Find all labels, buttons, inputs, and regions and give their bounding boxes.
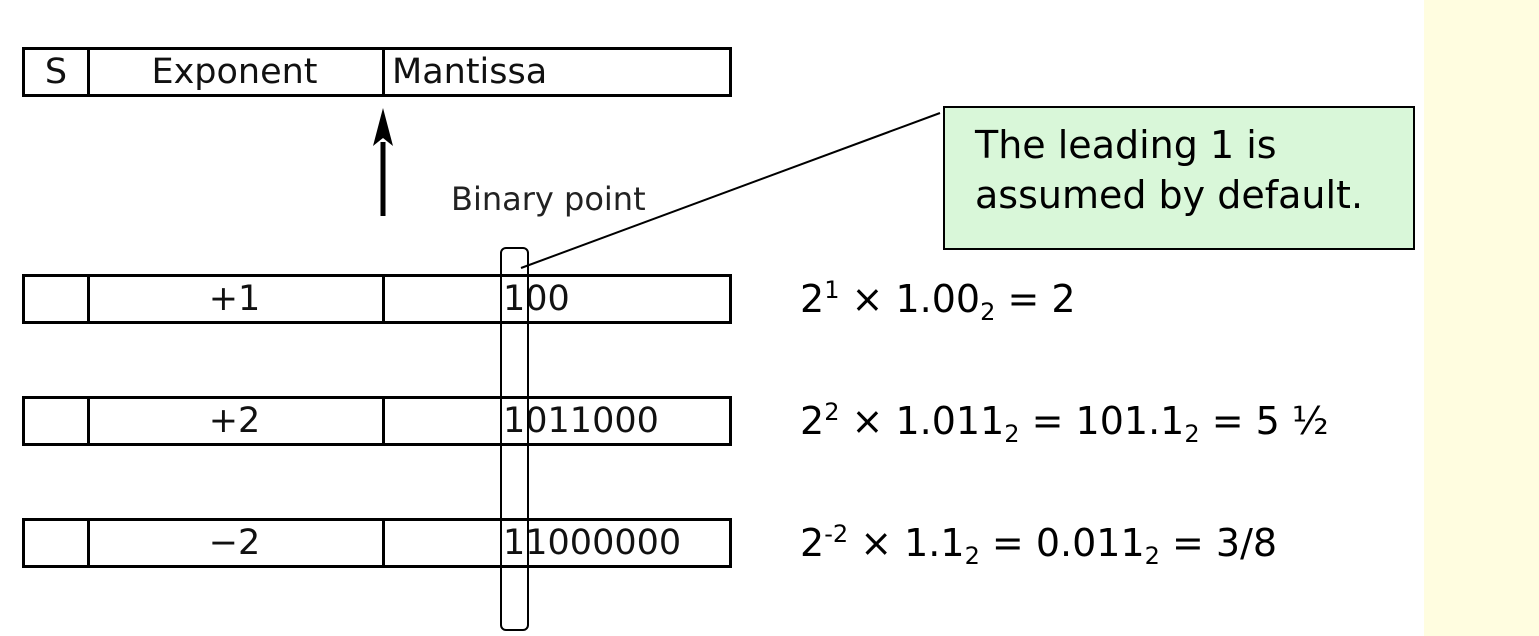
formula-base: 2 bbox=[800, 277, 825, 321]
sign-cell bbox=[22, 274, 90, 324]
exponent-header-label: Exponent bbox=[151, 52, 318, 92]
exponent-cell: +2 bbox=[87, 396, 385, 446]
formula-subscript: 2 bbox=[964, 542, 980, 570]
formula-subscript-2: 2 bbox=[1184, 420, 1200, 448]
mantissa-header-label: Mantissa bbox=[392, 52, 548, 92]
formula-mantissa: × 1.011 bbox=[839, 399, 1005, 443]
sign-header-cell: S bbox=[22, 47, 90, 97]
formula-mantissa: × 1.00 bbox=[839, 277, 981, 321]
callout-box: The leading 1 is assumed by default. bbox=[943, 106, 1415, 250]
sign-cell bbox=[22, 518, 90, 568]
binary-point-bracket bbox=[500, 247, 529, 631]
mantissa-value: 11000000 bbox=[503, 523, 682, 563]
formula-row-2: 22 × 1.0112 = 101.12 = 5 ½ bbox=[800, 398, 1329, 448]
exponent-cell: −2 bbox=[87, 518, 385, 568]
binary-point-label: Binary point bbox=[451, 180, 646, 218]
formula-subscript: 2 bbox=[980, 298, 996, 326]
exponent-value: +1 bbox=[208, 279, 261, 319]
mantissa-header-cell: Mantissa bbox=[382, 47, 732, 97]
formula-result: = 2 bbox=[995, 277, 1076, 321]
formula-intermediate: = 0.011 bbox=[979, 521, 1145, 565]
callout-line-1: The leading 1 is bbox=[975, 123, 1277, 167]
formula-exponent: 1 bbox=[824, 276, 840, 304]
exponent-value: −2 bbox=[208, 523, 261, 563]
sign-header-label: S bbox=[44, 52, 68, 92]
binary-point-arrow bbox=[373, 108, 393, 216]
formula-intermediate: = 101.1 bbox=[1019, 399, 1185, 443]
formula-exponent: 2 bbox=[824, 398, 840, 426]
formula-subscript-2: 2 bbox=[1144, 542, 1160, 570]
sign-cell bbox=[22, 396, 90, 446]
formula-base: 2 bbox=[800, 399, 825, 443]
mantissa-cell: 100 bbox=[382, 274, 732, 324]
mantissa-cell: 11000000 bbox=[382, 518, 732, 568]
exponent-value: +2 bbox=[208, 401, 261, 441]
callout-leader-line bbox=[520, 112, 941, 269]
mantissa-value: 100 bbox=[503, 279, 570, 319]
callout-line-2: assumed by default. bbox=[975, 173, 1364, 217]
formula-result: = 5 ½ bbox=[1199, 399, 1329, 443]
exponent-header-cell: Exponent bbox=[87, 47, 385, 97]
formula-mantissa: × 1.1 bbox=[848, 521, 965, 565]
formula-subscript: 2 bbox=[1004, 420, 1020, 448]
formula-result: = 3/8 bbox=[1159, 521, 1278, 565]
formula-base: 2 bbox=[800, 521, 825, 565]
formula-row-3: 2-2 × 1.12 = 0.0112 = 3/8 bbox=[800, 520, 1277, 570]
exponent-cell: +1 bbox=[87, 274, 385, 324]
formula-exponent: -2 bbox=[824, 520, 849, 548]
side-band bbox=[1424, 0, 1539, 636]
formula-row-1: 21 × 1.002 = 2 bbox=[800, 276, 1076, 326]
